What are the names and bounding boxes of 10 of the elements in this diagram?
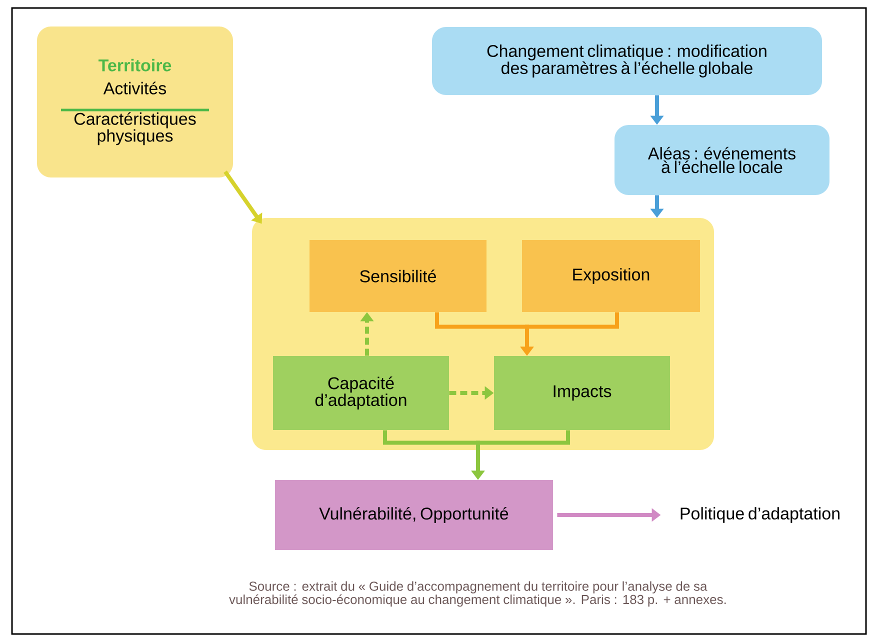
factor-box: Exposition <box>522 240 700 312</box>
factor-box: Impacts <box>494 356 670 430</box>
category-box: Territoire Activités Caractéristiques physiques <box>37 26 233 178</box>
hazard-box: Aléas : événements à l’échelle locale <box>614 125 830 195</box>
source-caption: Source : extrait du « Guide d’accompagnement du territoire pour l’analyse de sa vulnérabilité socio-économique au changement climatique ». Paris : 183 p. + annexes. <box>229 581 726 607</box>
result-box: Vulnérabilité, Opportunité <box>275 480 553 550</box>
factor-box: Sensibilité <box>310 240 486 312</box>
outcome-text: Politique d’adaptation <box>680 507 840 523</box>
factor-box: Capacité d’adaptation <box>273 356 449 430</box>
climate-box: Changement climatique : modification des paramètres à l’échelle globale <box>432 27 822 95</box>
